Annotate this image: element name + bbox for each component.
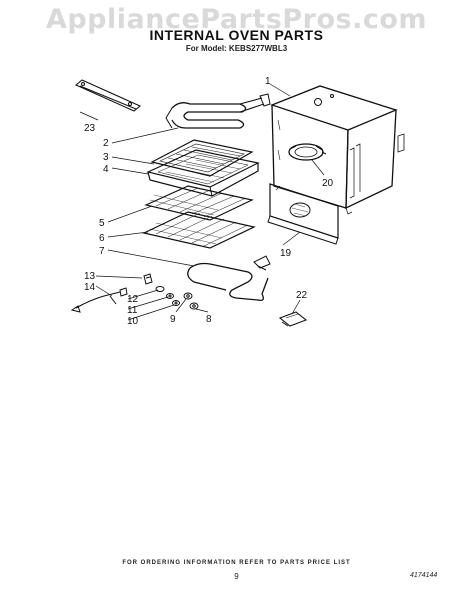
callout-2: 2 bbox=[103, 138, 109, 149]
part-23-trim-strip bbox=[74, 79, 142, 112]
part-9-washer bbox=[183, 292, 193, 300]
callout-6: 6 bbox=[99, 233, 105, 244]
part-11-nut bbox=[166, 293, 174, 299]
part-13-terminal bbox=[143, 273, 153, 285]
ordering-footer: FOR ORDERING INFORMATION REFER TO PARTS … bbox=[122, 560, 351, 566]
callout-4: 4 bbox=[103, 164, 109, 175]
callout-20: 20 bbox=[322, 178, 334, 189]
part-1-oven-cavity bbox=[270, 85, 405, 215]
part-10-screw bbox=[172, 300, 180, 306]
part-6-oven-rack bbox=[142, 211, 256, 249]
watermark-logo: AppliancePartsPros.com bbox=[45, 4, 428, 35]
model-subtitle: For Model: KEBS277WBL3 bbox=[185, 44, 288, 53]
leader-lines bbox=[79, 83, 325, 321]
part-20-light-assembly bbox=[288, 143, 327, 161]
part-19-back-panel bbox=[267, 183, 339, 245]
callout-9: 9 bbox=[170, 314, 176, 325]
callout-5: 5 bbox=[99, 218, 105, 229]
callout-23: 23 bbox=[84, 123, 96, 134]
callout-3: 3 bbox=[103, 152, 109, 163]
part-22-bracket bbox=[278, 311, 308, 327]
document-number: 4174144 bbox=[410, 572, 438, 579]
callout-7: 7 bbox=[99, 246, 105, 257]
part-2-broil-element bbox=[165, 93, 271, 129]
page-title: INTERNAL OVEN PARTS bbox=[149, 27, 324, 43]
part-4-broiler-pan bbox=[146, 149, 260, 197]
callout-22: 22 bbox=[296, 290, 308, 301]
part-14-sensor-probe bbox=[70, 287, 128, 313]
callout-19: 19 bbox=[280, 248, 292, 259]
callout-11: 11 bbox=[127, 305, 138, 316]
callout-13: 13 bbox=[84, 271, 96, 282]
part-7-bake-element bbox=[187, 255, 271, 302]
part-3-broiler-pan-insert bbox=[150, 139, 254, 177]
callout-14: 14 bbox=[84, 282, 96, 293]
part-12-insulator bbox=[155, 286, 165, 292]
part-8-screw bbox=[189, 302, 199, 310]
callout-10: 10 bbox=[127, 316, 139, 327]
part-5-oven-rack bbox=[144, 185, 254, 221]
callout-12: 12 bbox=[127, 294, 139, 305]
page-number: 9 bbox=[234, 572, 239, 581]
callout-labels: 1 2 3 4 5 6 7 8 9 10 11 12 13 14 19 20 2… bbox=[84, 76, 334, 327]
callout-1: 1 bbox=[265, 76, 271, 87]
callout-8: 8 bbox=[206, 314, 212, 325]
